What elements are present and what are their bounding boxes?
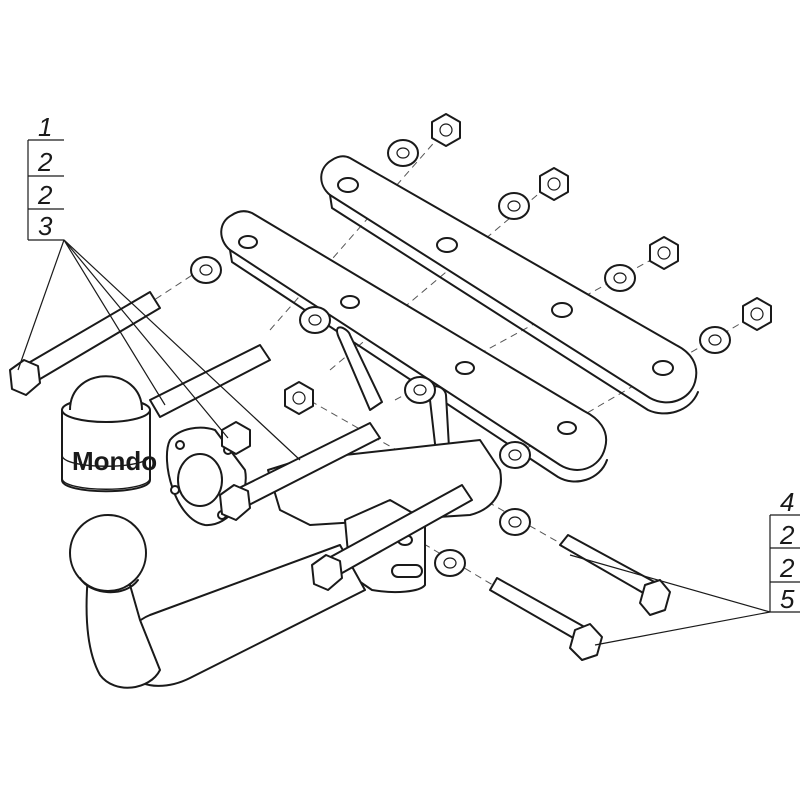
ball-cap-marking: Mondo bbox=[72, 446, 157, 476]
bolt-long-left bbox=[9, 291, 161, 396]
callout-left-number-2: 2 bbox=[37, 147, 53, 177]
bolt-right-lower bbox=[489, 577, 603, 661]
callout-right-number-4: 5 bbox=[780, 584, 795, 614]
callout-right: 4 2 2 5 bbox=[569, 487, 800, 646]
callout-left-number-1: 1 bbox=[38, 112, 52, 142]
ball-cap: Mondo bbox=[61, 375, 157, 493]
rear-mounting-plate bbox=[320, 155, 699, 415]
bolt-frame bbox=[311, 484, 473, 591]
callout-left: 1 2 2 3 bbox=[17, 112, 301, 461]
tow-ball-bar bbox=[69, 514, 366, 689]
callout-right-number-2: 2 bbox=[779, 520, 795, 550]
callout-left-number-4: 3 bbox=[38, 211, 53, 241]
bolt-middle-left bbox=[149, 344, 271, 418]
callout-left-number-3: 2 bbox=[37, 180, 53, 210]
front-mounting-plate bbox=[220, 210, 608, 483]
callout-right-number-1: 4 bbox=[780, 487, 794, 517]
washers bbox=[190, 139, 731, 577]
bolt-right-upper bbox=[559, 534, 671, 616]
callout-right-number-3: 2 bbox=[779, 553, 795, 583]
nuts bbox=[221, 113, 772, 455]
bolt-socket bbox=[219, 422, 381, 521]
